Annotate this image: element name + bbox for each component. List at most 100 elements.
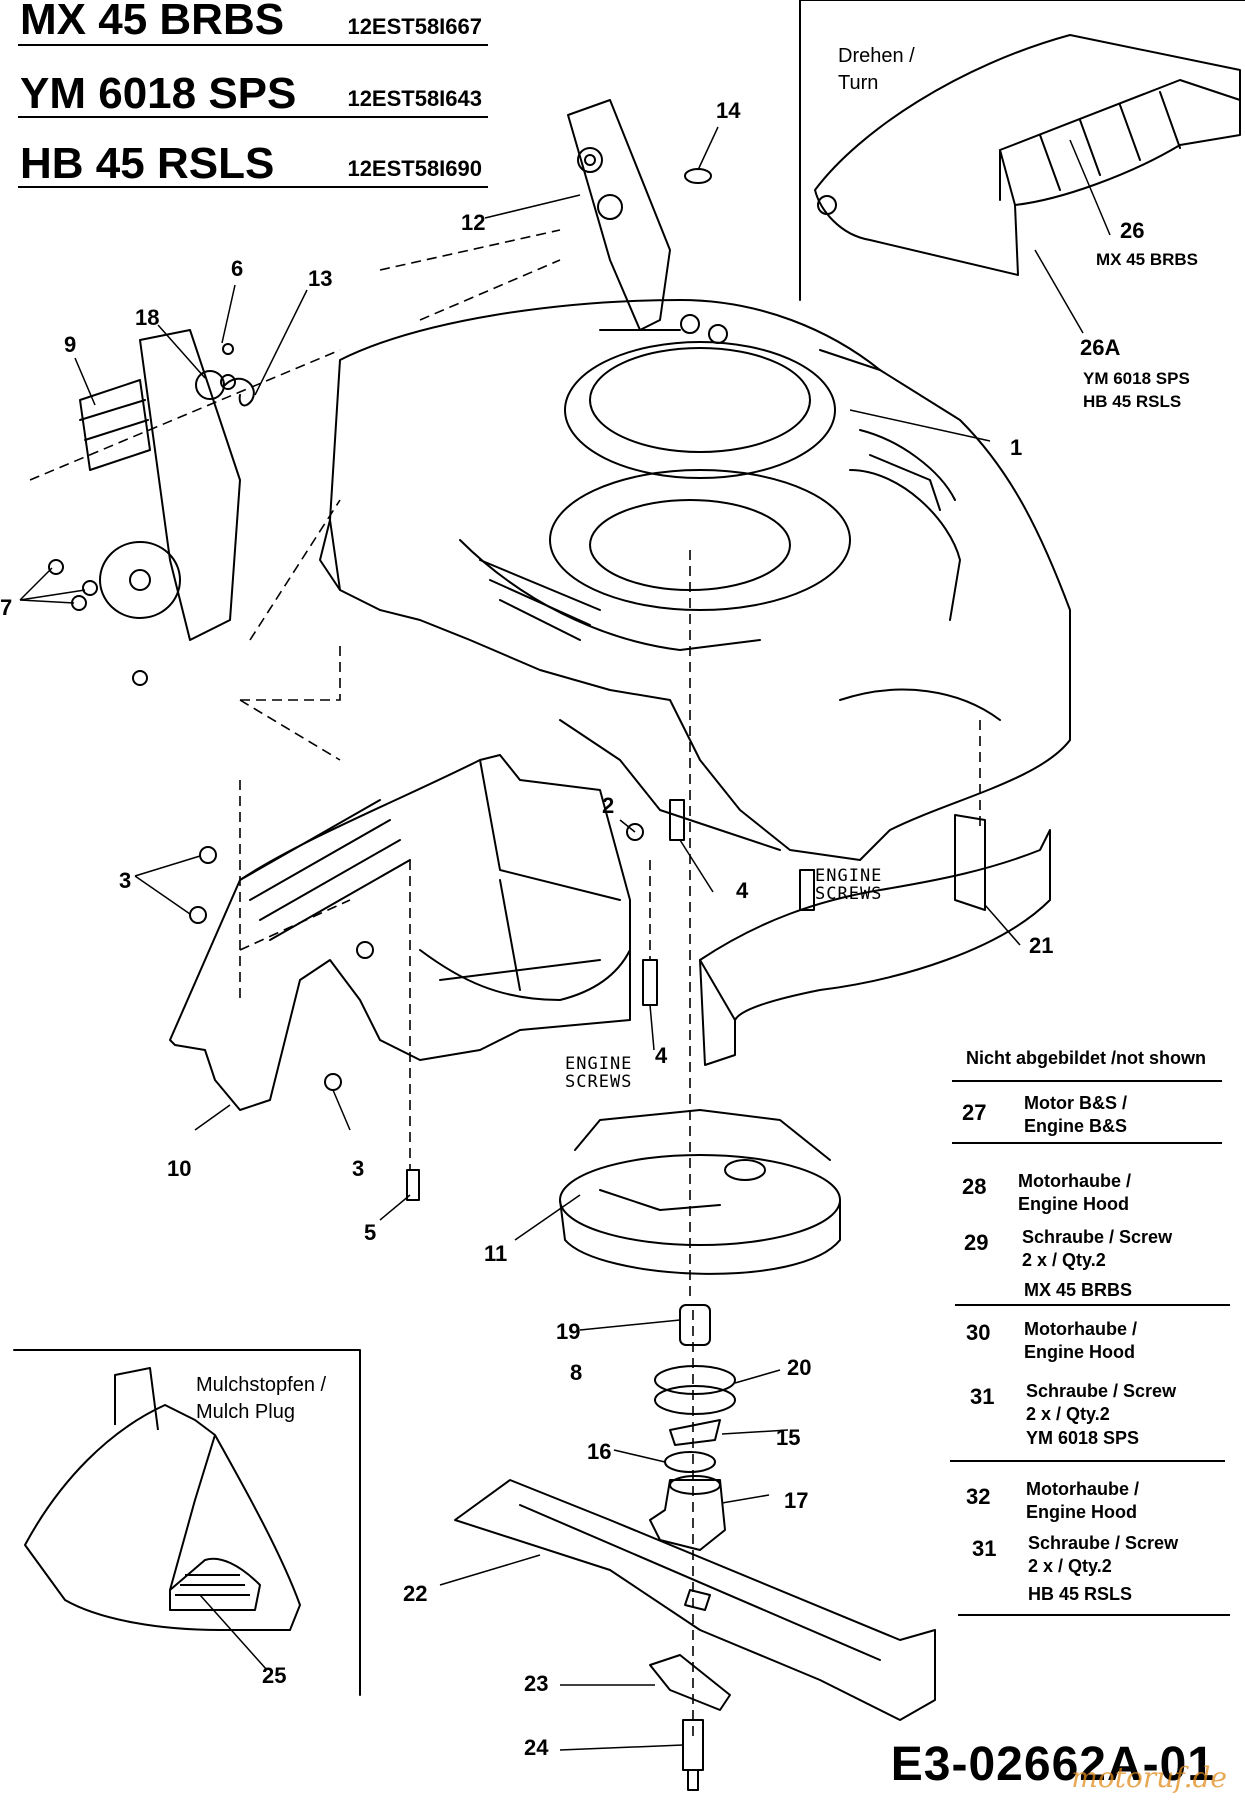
legend-line: Engine Hood: [1026, 1502, 1137, 1522]
callout-15: 15: [776, 1425, 801, 1450]
mulch-label-en: Mulch Plug: [196, 1401, 295, 1423]
model-name: MX 45 BRBS: [20, 0, 285, 44]
legend-divider: [955, 1304, 1230, 1306]
callout-26-model: MX 45 BRBS: [1096, 250, 1199, 269]
grass-catcher-drawing: [814, 34, 1241, 276]
screw-3c-drawing: [324, 1073, 342, 1091]
model-row-3: HB 45 RSLS 12EST58I690: [18, 142, 488, 188]
pin-5-drawing: [406, 1169, 420, 1201]
legend-line: Motor B&S /: [1024, 1093, 1127, 1113]
blade-drawing: [454, 1479, 936, 1721]
legend-divider: [952, 1142, 1222, 1144]
nut-2-drawing: [626, 823, 644, 841]
legend-divider: [958, 1614, 1230, 1616]
callout-4a: 4: [736, 878, 749, 903]
model-code: 12EST58I667: [347, 14, 482, 39]
mulch-plug-drawing: [24, 1367, 301, 1631]
callout-13: 13: [308, 266, 333, 291]
legend-line: Engine Hood: [1018, 1194, 1129, 1214]
engine-screws-label-lower: ENGINE SCREWS: [565, 1055, 632, 1091]
legend-divider: [952, 1080, 1222, 1082]
legend-num-32: 32: [966, 1484, 991, 1509]
legend-text-31b: Schraube / Screw 2 x / Qty.2: [1028, 1532, 1178, 1578]
engine-screws-label-upper: ENGINE SCREWS: [815, 867, 882, 903]
callout-16: 16: [587, 1439, 612, 1464]
callout-7: 7: [0, 595, 13, 620]
legend-num-28: 28: [962, 1174, 987, 1199]
legend-num-27: 27: [962, 1100, 987, 1125]
legend-divider: [950, 1460, 1225, 1462]
screw-4b-drawing: [799, 869, 815, 911]
legend-model-31a: YM 6018 SPS: [1026, 1428, 1140, 1448]
model-code: 12EST58I690: [347, 156, 482, 181]
model-name: YM 6018 SPS: [20, 69, 297, 118]
rear-axle-drawing: [567, 99, 728, 344]
screw-3b-drawing: [189, 906, 207, 924]
legend-line: 2 x / Qty.2: [1022, 1250, 1106, 1270]
spindle-stack-drawing: [649, 1304, 736, 1551]
legend-line: Schraube / Screw: [1028, 1533, 1179, 1553]
callout-14: 14: [716, 98, 741, 123]
callout-22: 22: [403, 1581, 428, 1606]
mulch-inset-frame: [13, 1349, 361, 1696]
callout-5: 5: [364, 1220, 377, 1245]
callout-10: 10: [167, 1156, 192, 1181]
watermark-logo: motoruf.de: [1071, 1761, 1227, 1794]
callout-8: 8: [570, 1360, 583, 1385]
legend-text-29: Schraube / Screw 2 x / Qty.2: [1022, 1226, 1172, 1272]
callout-1: 1: [1010, 435, 1023, 460]
legend-line: Motorhaube /: [1024, 1319, 1137, 1339]
legend-line: Schraube / Screw: [1026, 1381, 1177, 1401]
turn-label-en: Turn: [838, 72, 879, 94]
engine-screws-line-1: ENGINE: [565, 1054, 633, 1074]
not-shown-heading: Nicht abgebildet /not shown: [966, 1048, 1206, 1068]
callout-20: 20: [787, 1355, 812, 1380]
engine-screws-line-1: ENGINE: [815, 866, 883, 886]
blade-bolt-drawing: [682, 1719, 704, 1791]
screw-3a-drawing: [199, 846, 217, 864]
legend-line: 2 x / Qty.2: [1028, 1556, 1112, 1576]
callout-3b: 3: [352, 1156, 365, 1181]
callout-12: 12: [461, 210, 486, 235]
callout-6: 6: [231, 256, 244, 281]
model-name: HB 45 RSLS: [20, 139, 275, 188]
engine-screws-line-2: SCREWS: [815, 884, 883, 904]
screw-4c-drawing: [642, 959, 658, 1006]
screw-3d-drawing: [356, 941, 374, 959]
legend-num-31a: 31: [970, 1384, 995, 1409]
blade-adapter-drawing: [559, 1109, 841, 1275]
callout-18: 18: [135, 305, 160, 330]
legend-line: Schraube / Screw: [1022, 1227, 1173, 1247]
discharge-chute-drawing: [169, 754, 631, 1111]
legend-num-29: 29: [964, 1230, 989, 1255]
model-row-1: MX 45 BRBS 12EST58I667: [18, 0, 488, 46]
callout-3a: 3: [119, 868, 132, 893]
legend-model-31b: HB 45 RSLS: [1028, 1584, 1133, 1604]
legend-text-31a: Schraube / Screw 2 x / Qty.2: [1026, 1380, 1176, 1426]
legend-line: 2 x / Qty.2: [1026, 1404, 1110, 1424]
model-code: 12EST58I643: [347, 86, 482, 111]
turn-label-de: Drehen /: [838, 45, 915, 67]
figure-code: E3-02662A-01: [890, 1738, 1215, 1791]
callout-23: 23: [524, 1671, 549, 1696]
legend-line: Motorhaube /: [1026, 1479, 1139, 1499]
callout-19: 19: [556, 1319, 581, 1344]
legend-text-27: Motor B&S / Engine B&S: [1024, 1092, 1127, 1138]
screw-4a-drawing: [669, 799, 685, 841]
legend-line: Engine Hood: [1024, 1342, 1135, 1362]
legend-text-32: Motorhaube / Engine Hood: [1026, 1478, 1139, 1524]
callout-17: 17: [784, 1488, 809, 1513]
callout-26a-model-1: YM 6018 SPS: [1083, 369, 1190, 388]
legend-text-28: Motorhaube / Engine Hood: [1018, 1170, 1131, 1216]
callout-9: 9: [64, 332, 77, 357]
turn-inset-frame: [799, 0, 1245, 5]
engine-screws-line-2: SCREWS: [565, 1072, 633, 1092]
callout-25: 25: [262, 1663, 287, 1688]
callout-26a: 26A: [1080, 335, 1121, 360]
callout-21: 21: [1029, 933, 1054, 958]
callout-24: 24: [524, 1735, 549, 1760]
callout-26a-model-2: HB 45 RSLS: [1083, 392, 1182, 411]
callout-2: 2: [602, 793, 615, 818]
callout-11: 11: [484, 1241, 508, 1266]
